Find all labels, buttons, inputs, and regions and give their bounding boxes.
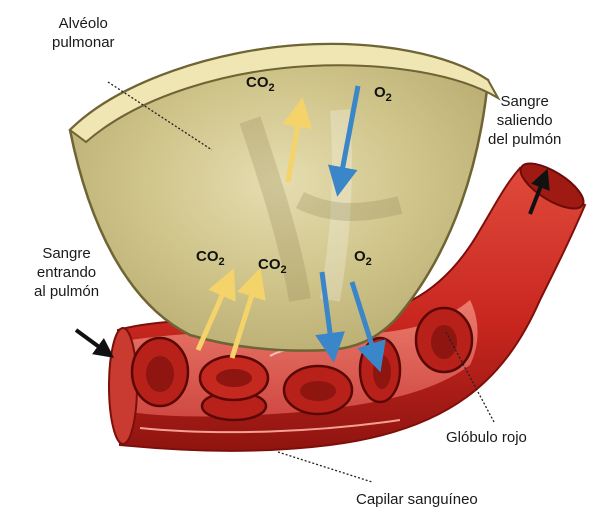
alveolo-label-line2: pulmonar: [52, 33, 115, 52]
sangre-saliendo-label: Sangre saliendo del pulmón: [488, 92, 561, 149]
red-blood-cell: [416, 308, 472, 372]
red-blood-cell: [284, 366, 352, 414]
alveolo-label: Alvéolo pulmonar: [52, 14, 115, 52]
alveolo-label-line1: Alvéolo: [52, 14, 115, 33]
red-blood-cell: [200, 356, 268, 420]
o2-label-low: O2: [354, 248, 372, 268]
sangre-saliendo-line1: Sangre: [488, 92, 561, 111]
red-blood-cell: [132, 338, 188, 406]
capillary-entry-opening: [109, 328, 137, 444]
co2-label-low-right: CO2: [258, 256, 287, 276]
globulo-rojo-label: Glóbulo rojo: [446, 428, 527, 447]
red-blood-cell: [360, 338, 400, 402]
o2-label-top: O2: [374, 84, 392, 104]
capilar-label: Capilar sanguíneo: [356, 490, 478, 509]
sangre-entrando-line3: al pulmón: [34, 282, 99, 301]
blood-in-arrow: [76, 330, 106, 352]
sangre-entrando-line1: Sangre: [34, 244, 99, 263]
co2-label-top: CO2: [246, 74, 275, 94]
sangre-entrando-line2: entrando: [34, 263, 99, 282]
capilar-leader-line: [278, 452, 372, 482]
sangre-entrando-label: Sangre entrando al pulmón: [34, 244, 99, 301]
sangre-saliendo-line3: del pulmón: [488, 130, 561, 149]
co2-label-low-left: CO2: [196, 248, 225, 268]
sangre-saliendo-line2: saliendo: [488, 111, 561, 130]
